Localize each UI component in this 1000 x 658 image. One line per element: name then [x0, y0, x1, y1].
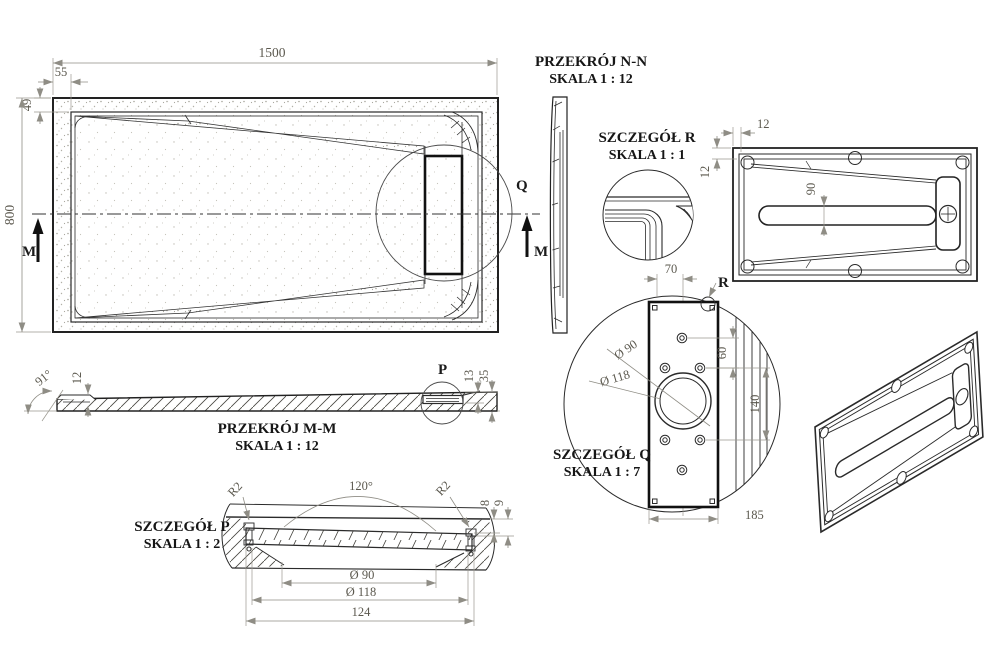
iso-edge-bump-top	[891, 378, 901, 395]
dim-124-text: 124	[352, 605, 372, 619]
iso-drain-hole	[955, 386, 968, 408]
detail-q-cover-plate	[647, 300, 720, 509]
tray-inner-rim	[70, 111, 483, 323]
floor-slope-wedge-top	[74, 115, 425, 155]
edge-bump-bottom	[848, 264, 862, 278]
dim-d118-p-text: Ø 118	[346, 585, 376, 599]
label-m-right: M	[534, 244, 548, 260]
dim-55: 55	[38, 65, 88, 110]
detail-p-scale: SKALA 1 : 2	[144, 537, 221, 552]
detail-q-indicator-circle	[375, 144, 513, 282]
dim-d90-p-text: Ø 90	[350, 568, 375, 582]
detail-p-cover-section	[245, 527, 473, 551]
label-r: R	[718, 275, 729, 291]
section-nn-view: PRZEKRÓJ N-N SKALA 1 : 12	[535, 53, 647, 334]
dim-35-text: 35	[477, 370, 491, 383]
iso-edge-bump-bottom	[897, 469, 907, 486]
dim-r2-left: R2	[225, 479, 250, 521]
dim-60-text: 60	[715, 347, 729, 360]
dim-13: 13	[462, 370, 498, 414]
floor-slope-wedge-bottom	[74, 279, 425, 319]
dim-91deg: 91°	[24, 367, 64, 422]
plan-view: Q M M 1500 55	[2, 45, 548, 333]
bottom-rib-slot	[758, 205, 937, 226]
drain-opening-inner	[659, 377, 707, 425]
section-mm-title: PRZEKRÓJ M-M	[218, 420, 337, 437]
detail-r-view: SZCZEGÓŁ R SKALA 1 : 1	[598, 129, 696, 261]
dim-d118-p: Ø 118	[251, 548, 469, 605]
clip-left	[243, 522, 255, 552]
drain-hole	[938, 204, 958, 224]
section-mm-drain-cover	[422, 394, 464, 405]
cover-screws	[659, 332, 706, 476]
dim-9: 9	[476, 500, 514, 548]
dim-35: 35	[477, 370, 500, 423]
dim-800-text: 800	[2, 205, 17, 226]
detail-r-indicator-circle	[700, 296, 716, 312]
dim-70: 70	[644, 262, 697, 297]
dim-140: 140	[706, 367, 770, 441]
dim-r2-right-text: R2	[433, 478, 453, 498]
dim-12-left-text: 12	[698, 166, 712, 179]
section-nn-scale: SKALA 1 : 12	[549, 72, 633, 87]
dim-8: 8	[474, 500, 513, 545]
dim-d90-p: Ø 90	[281, 562, 437, 588]
section-nn-profile	[549, 96, 568, 334]
dim-8-text: 8	[478, 500, 492, 506]
detail-r-corner-bead	[675, 205, 693, 225]
label-q: Q	[516, 178, 528, 194]
label-r-leader: R	[708, 275, 729, 298]
label-m-left: M	[22, 244, 36, 260]
detail-r-title: SZCZEGÓŁ R	[598, 129, 695, 146]
dim-r2-left-text: R2	[225, 479, 245, 499]
dim-9-text: 9	[492, 500, 506, 506]
dim-120-text: 120°	[349, 479, 373, 493]
dim-r2-right: R2	[433, 478, 470, 528]
dim-55-text: 55	[55, 65, 68, 79]
dim-90-slot-text: 90	[804, 183, 818, 196]
dim-12-mm: 12	[70, 372, 92, 417]
detail-r-scale: SKALA 1 : 1	[609, 148, 686, 163]
dim-1500: 1500	[52, 45, 498, 95]
section-nn-title: PRZEKRÓJ N-N	[535, 53, 647, 70]
section-mm-view: P 91° 12 13 35 PRZEKRÓJ M-M S	[24, 362, 500, 454]
dim-12-top: 12	[721, 117, 770, 152]
section-mm-scale: SKALA 1 : 12	[235, 439, 319, 454]
detail-q-view: Ø 90 Ø 118 70 R 60 140	[553, 262, 781, 524]
dim-1500-text: 1500	[259, 45, 286, 60]
detail-q-scale: SKALA 1 : 7	[564, 465, 641, 480]
dim-12-left: 12	[698, 136, 737, 178]
dim-91-text: 91°	[32, 367, 54, 389]
bottom-view: 12 12 90	[698, 117, 978, 282]
tray-rim-offset	[74, 115, 479, 319]
label-p: P	[438, 362, 447, 378]
section-arrow-m-left: M	[22, 218, 44, 262]
dim-140-text: 140	[748, 395, 762, 414]
detail-p-view: 120° R2 R2 8 9 Ø 90	[134, 478, 514, 626]
drain-opening-outer	[654, 372, 712, 430]
dim-13-text: 13	[462, 370, 476, 383]
clip-right	[465, 528, 477, 557]
dim-185-text: 185	[745, 508, 764, 522]
drain-cover-plate	[423, 154, 464, 276]
detail-p-title: SZCZEGÓŁ P	[134, 518, 229, 535]
detail-p-indicator-circle	[420, 381, 464, 425]
dim-185: 185	[648, 508, 764, 524]
edge-bump-top	[848, 151, 862, 165]
dim-800: 800	[2, 97, 51, 333]
section-arrow-m-right: M	[521, 215, 548, 260]
dim-70-text: 70	[665, 262, 678, 276]
dim-12-mm-text: 12	[70, 372, 84, 385]
dim-124: 124	[245, 547, 475, 626]
dim-12-top-text: 12	[757, 117, 770, 131]
detail-q-title: SZCZEGÓŁ Q	[553, 446, 651, 463]
isometric-view	[815, 332, 983, 532]
dim-90-slot: 90	[804, 183, 828, 236]
